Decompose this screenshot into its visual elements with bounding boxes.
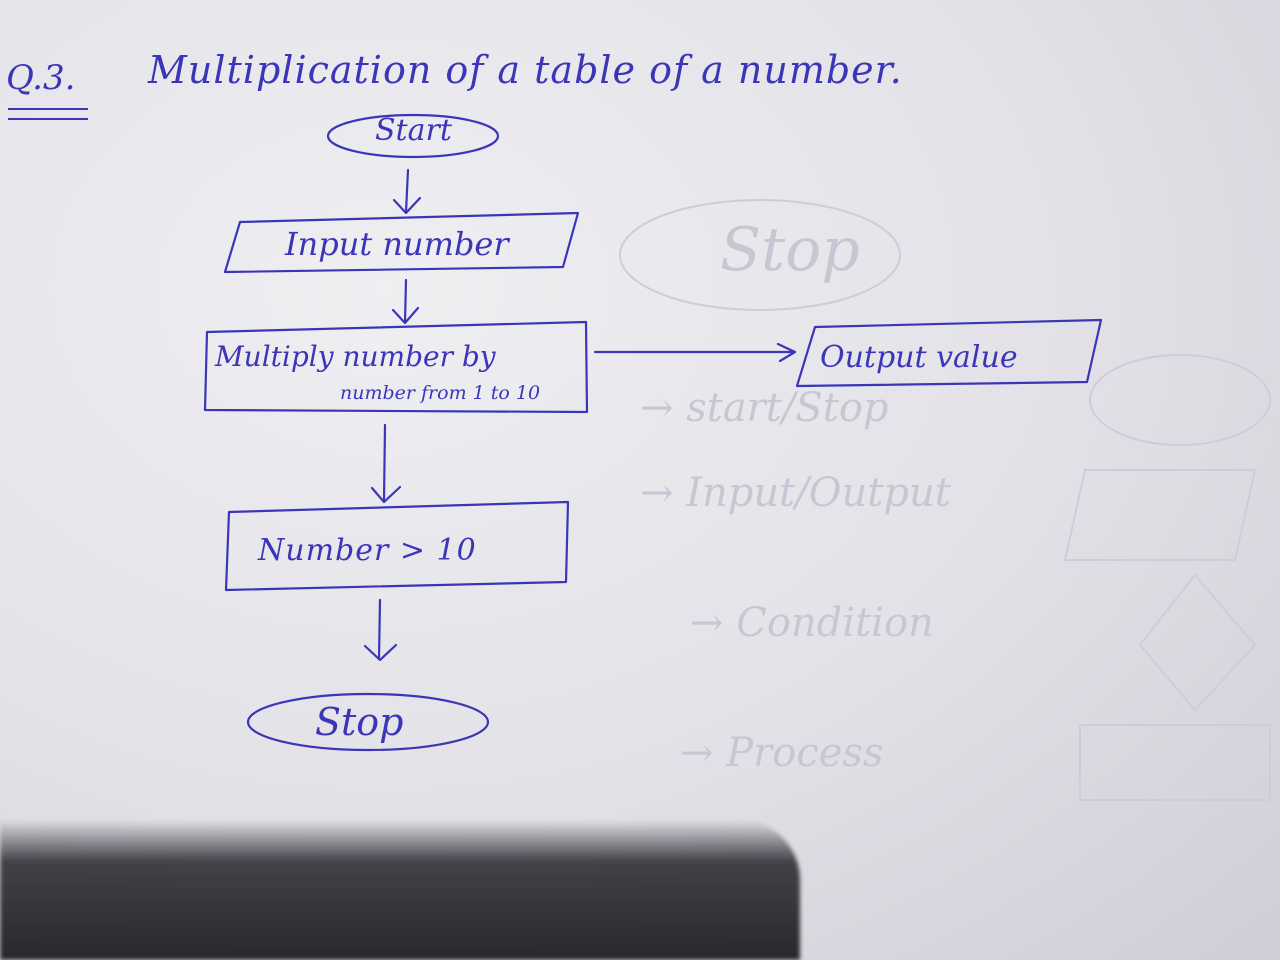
hand-shadow xyxy=(0,820,800,960)
decision-box xyxy=(224,500,570,592)
input-parallelogram xyxy=(223,211,580,274)
output-parallelogram xyxy=(795,318,1103,388)
stop-terminal-shape xyxy=(246,692,490,752)
process-label: Multiply number by xyxy=(215,340,496,373)
bleed-through-writing: → Input/Output xyxy=(640,470,951,516)
arrow-process-to-decision xyxy=(370,423,402,504)
arrow-decision-to-stop xyxy=(363,598,398,662)
bleed-through-writing: → Condition xyxy=(690,600,934,646)
question-number: Q.3. xyxy=(6,58,76,98)
question-number-underline xyxy=(8,108,88,120)
process-sublabel: number from 1 to 10 xyxy=(340,382,541,404)
stop-label: Stop xyxy=(315,700,404,744)
arrow-start-to-input xyxy=(392,168,422,215)
output-label: Output value xyxy=(820,340,1018,375)
bleed-through-writing: Stop xyxy=(720,215,860,285)
bleed-through-writing: → Process xyxy=(680,730,884,776)
arrow-process-to-output xyxy=(593,342,797,363)
start-label: Start xyxy=(375,113,452,148)
arrow-input-to-process xyxy=(391,278,420,325)
input-label: Input number xyxy=(285,225,509,263)
decision-label: Number > 10 xyxy=(258,533,477,568)
process-rectangle xyxy=(203,320,589,414)
start-terminal-shape xyxy=(326,113,500,159)
question-title: Multiplication of a table of a number. xyxy=(148,48,903,92)
bleed-through-writing: → start/Stop xyxy=(640,385,889,431)
